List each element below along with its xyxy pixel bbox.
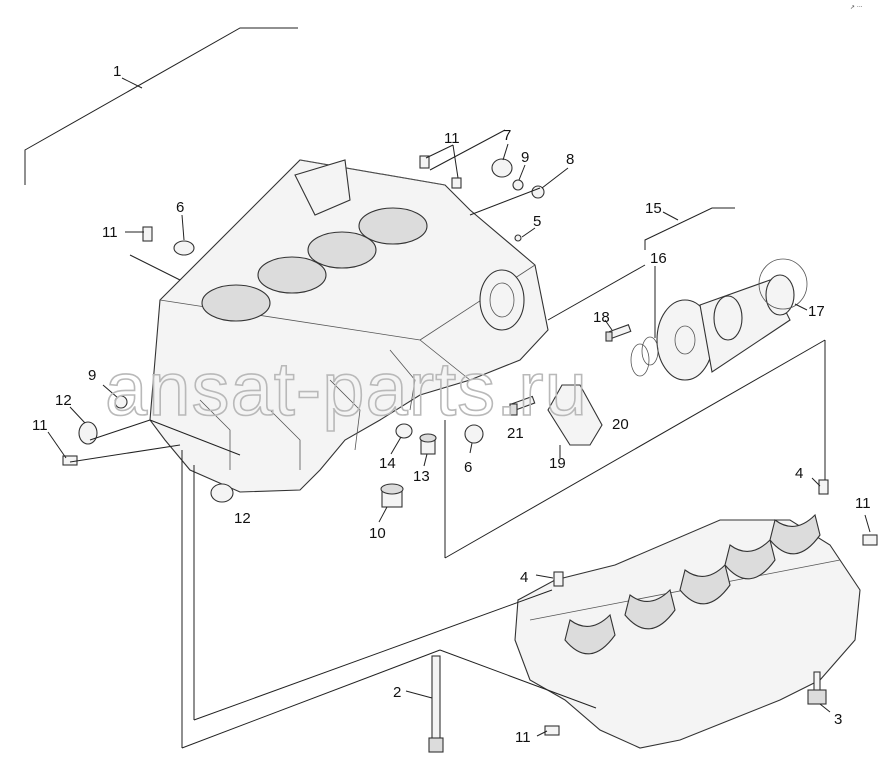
corner-mark: ↗ ··· [850,4,863,11]
callout-12a: 12 [55,392,72,409]
dowel-4-b [553,571,564,587]
dowel-11-e [862,534,878,546]
o-ring-20 [630,343,650,377]
callout-11e: 11 [515,729,531,746]
washer-14 [395,423,413,439]
plug-13 [419,433,437,455]
callout-14: 14 [379,455,396,472]
callout-1: 1 [113,63,121,80]
callout-6b: 6 [464,459,472,476]
callout-8: 8 [566,151,574,168]
bolt-2 [428,655,444,753]
callout-9b: 9 [88,367,96,384]
callout-labels: 1 2 3 4 4 5 6 6 7 8 9 9 10 11 11 11 11 1… [32,63,871,746]
seal-7 [491,158,513,178]
callout-3: 3 [834,711,842,728]
plug-9-left [114,395,128,409]
callout-21: 21 [507,425,524,442]
dowel-11-a [419,155,430,169]
seal-12-lower [210,483,234,503]
bolt-18 [605,324,632,342]
cylinder-block [149,159,549,493]
dowel-4-a [818,479,829,495]
callout-17: 17 [808,303,825,320]
callout-15: 15 [645,200,662,217]
cover-plate-19 [547,384,603,446]
balancer-assembly [656,274,795,381]
seal-12-upper [78,421,98,445]
leader-lines [24,27,871,749]
seal-6-lower [464,424,484,444]
callout-6a: 6 [176,199,184,216]
callout-4a: 4 [795,465,803,482]
callout-11b: 11 [102,224,118,241]
callout-10: 10 [369,525,386,542]
plug-10 [380,483,404,508]
callout-11d: 11 [855,495,871,512]
plug-9-top [512,179,524,191]
callout-11a: 11 [444,130,460,147]
crankcase-ladder [514,513,861,749]
dowel-11-c [142,226,153,242]
bolt-3 [807,671,827,705]
plug-8 [531,185,545,199]
snap-ring-16 [641,336,659,366]
callout-11c: 11 [32,417,48,434]
callout-5: 5 [533,213,541,230]
callout-13: 13 [413,468,430,485]
callout-20: 20 [612,416,629,433]
callout-12b: 12 [234,510,251,527]
callout-2: 2 [393,684,401,701]
callout-18: 18 [593,309,610,326]
dowel-11-b [451,177,462,189]
bolt-21 [509,395,536,416]
pin-5 [514,234,522,242]
callout-19: 19 [549,455,566,472]
watermark: ansat-parts.ru [105,347,588,432]
dowel-11-f [544,725,560,736]
o-ring-17 [758,258,808,310]
callout-4b: 4 [520,569,528,586]
callout-7: 7 [503,127,511,144]
seal-6-top [173,240,195,256]
callout-9a: 9 [521,149,529,166]
callout-16: 16 [650,250,667,267]
